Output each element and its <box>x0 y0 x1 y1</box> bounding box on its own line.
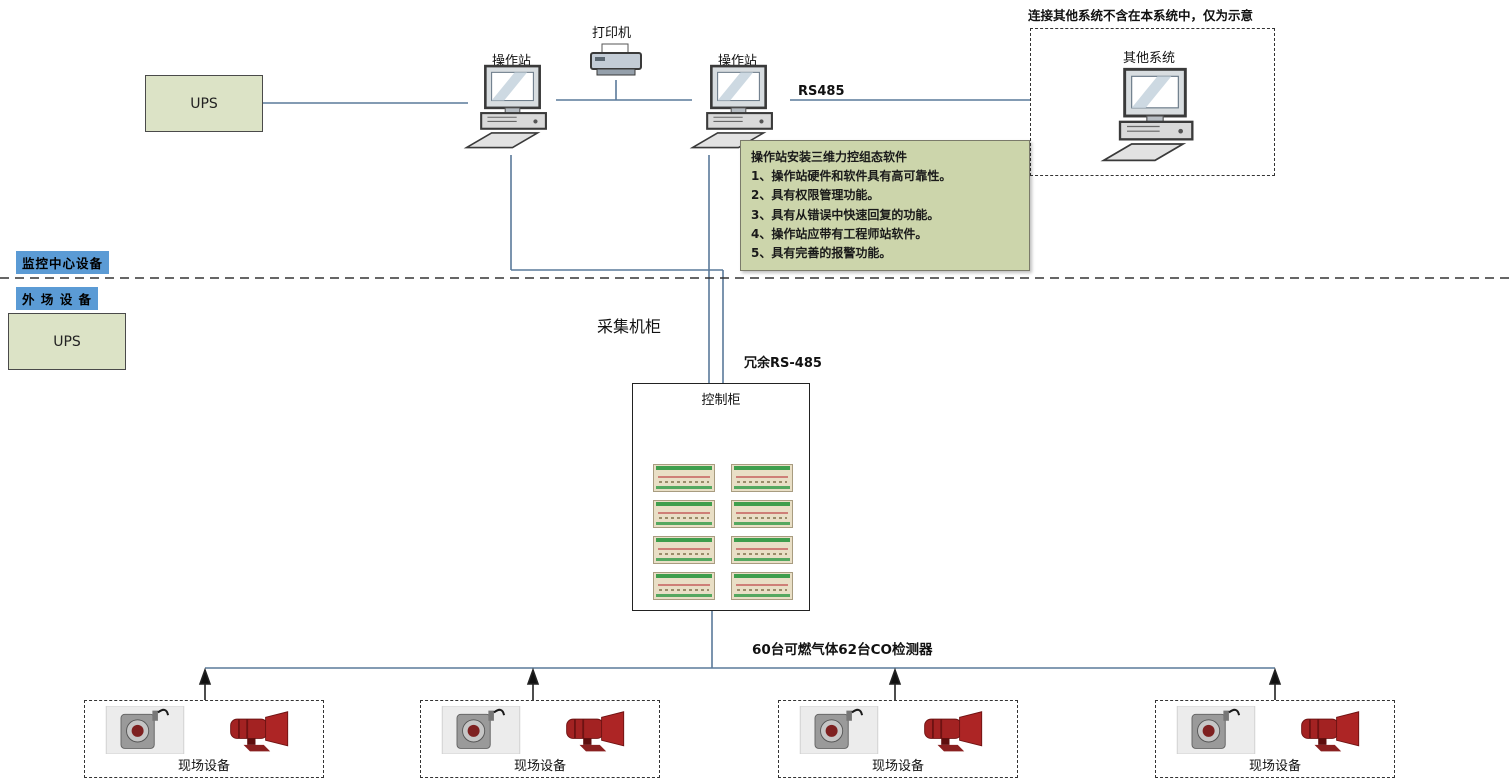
detector-count-label: 60台可燃气体62台CO检测器 <box>752 642 933 658</box>
software-note-item: 4、操作站应带有工程师站软件。 <box>751 226 928 241</box>
rs485-label: RS485 <box>798 84 845 99</box>
controller-module <box>731 500 793 528</box>
field-device-label: 现场设备 <box>177 759 230 774</box>
other-system-label: 其他系统 <box>1123 51 1176 66</box>
ups-top-label: UPS <box>190 95 218 112</box>
controller-module <box>653 500 715 528</box>
field-device-box-2: 现场设备 <box>420 700 660 778</box>
alarm-horn-icon <box>1301 711 1360 752</box>
software-note-title: 操作站安装三维力控组态软件 <box>751 150 908 164</box>
control-cabinet-label: 控制柜 <box>701 393 741 408</box>
external-system-note: 连接其他系统不含在本系统中，仅为示意 <box>1028 8 1254 23</box>
software-note-item: 2、具有权限管理功能。 <box>751 188 880 203</box>
field-device-box-1: 现场设备 <box>84 700 324 778</box>
field-device-box-4: 现场设备 <box>1155 700 1395 778</box>
controller-module <box>653 572 715 600</box>
printer-label: 打印机 <box>592 26 632 41</box>
field-device-box-3: 现场设备 <box>778 700 1018 778</box>
controller-module <box>653 464 715 492</box>
ups-box-field: UPS <box>8 313 126 370</box>
opstation-left-computer-icon <box>463 64 547 149</box>
ups-box-top: UPS <box>145 75 263 132</box>
printer-icon <box>590 43 642 76</box>
redundant-rs485-label: 冗余RS-485 <box>744 356 822 371</box>
other-system-box: 其他系统 <box>1030 28 1275 176</box>
zone-label-monitoring-center: 监控中心设备 <box>16 251 110 274</box>
alarm-horn-icon <box>230 711 289 752</box>
field-device-label: 现场设备 <box>1248 759 1301 774</box>
opstation-right-computer-icon <box>689 64 773 149</box>
alarm-horn-icon <box>924 711 983 752</box>
alarm-horn-icon <box>566 711 625 752</box>
controller-module <box>731 572 793 600</box>
other-system-computer-icon <box>1100 67 1194 162</box>
software-note-item: 1、操作站硬件和软件具有高可靠性。 <box>751 169 952 184</box>
controller-module <box>731 464 793 492</box>
zone-label-field: 外 场 设 备 <box>16 287 99 310</box>
gas-detector-icon <box>105 706 185 754</box>
field-device-label: 现场设备 <box>871 759 924 774</box>
controller-module <box>731 536 793 564</box>
collection-cabinet-label: 采集机柜 <box>597 317 662 336</box>
gas-detector-icon <box>1176 706 1256 754</box>
software-note-item: 5、具有完善的报警功能。 <box>751 245 892 260</box>
field-device-label: 现场设备 <box>513 759 566 774</box>
ups-field-label: UPS <box>53 333 81 350</box>
gas-detector-icon <box>799 706 879 754</box>
software-note-box: 操作站安装三维力控组态软件 1、操作站硬件和软件具有高可靠性。 2、具有权限管理… <box>740 140 1030 271</box>
gas-detector-icon <box>441 706 521 754</box>
controller-module-grid <box>653 464 793 600</box>
software-note-item: 3、具有从错误中快速回复的功能。 <box>751 207 940 222</box>
control-cabinet: 控制柜 <box>632 383 810 611</box>
controller-module <box>653 536 715 564</box>
